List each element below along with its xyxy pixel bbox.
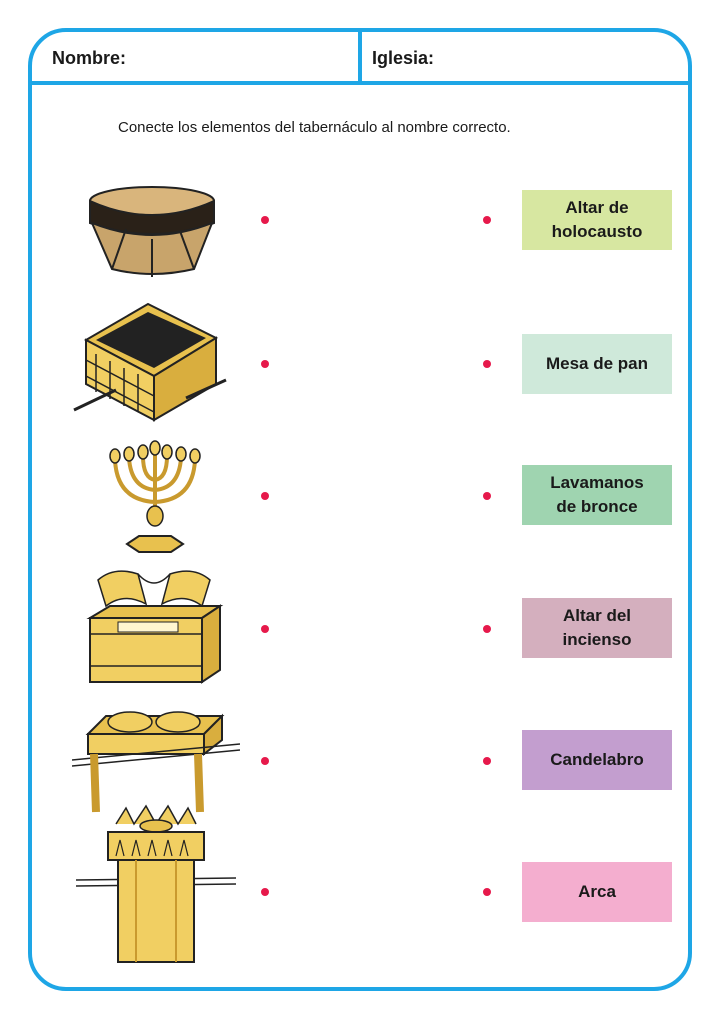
left-dot-3[interactable] <box>261 492 269 500</box>
label-mesa-de-pan[interactable]: Mesa de pan <box>522 334 672 394</box>
label-candelabro[interactable]: Candelabro <box>522 730 672 790</box>
bronze-altar-icon <box>73 302 227 422</box>
bread-table-icon <box>72 711 240 813</box>
incense-altar-icon <box>76 804 236 963</box>
left-dot-4[interactable] <box>261 625 269 633</box>
header-divider <box>358 28 362 84</box>
lampstand-icon <box>109 440 201 553</box>
label-lavamanos-bronce[interactable]: Lavamanos de bronce <box>522 465 672 525</box>
instruction-text: Conecte los elementos del tabernáculo al… <box>118 119 511 136</box>
left-dot-6[interactable] <box>261 888 269 896</box>
label-arca[interactable]: Arca <box>522 862 672 922</box>
right-dot-2[interactable] <box>483 360 491 368</box>
ark-icon <box>86 570 224 684</box>
label-altar-holocausto[interactable]: Altar de holocausto <box>522 190 672 250</box>
right-dot-4[interactable] <box>483 625 491 633</box>
left-dot-5[interactable] <box>261 757 269 765</box>
right-dot-5[interactable] <box>483 757 491 765</box>
name-label: Nombre: <box>52 48 127 68</box>
left-dot-1[interactable] <box>261 216 269 224</box>
church-label: Iglesia: <box>372 48 435 68</box>
right-dot-1[interactable] <box>483 216 491 224</box>
right-dot-3[interactable] <box>483 492 491 500</box>
left-dot-2[interactable] <box>261 360 269 368</box>
label-altar-incienso[interactable]: Altar del incienso <box>522 598 672 658</box>
right-dot-6[interactable] <box>483 888 491 896</box>
laver-bowl-icon <box>89 186 215 277</box>
